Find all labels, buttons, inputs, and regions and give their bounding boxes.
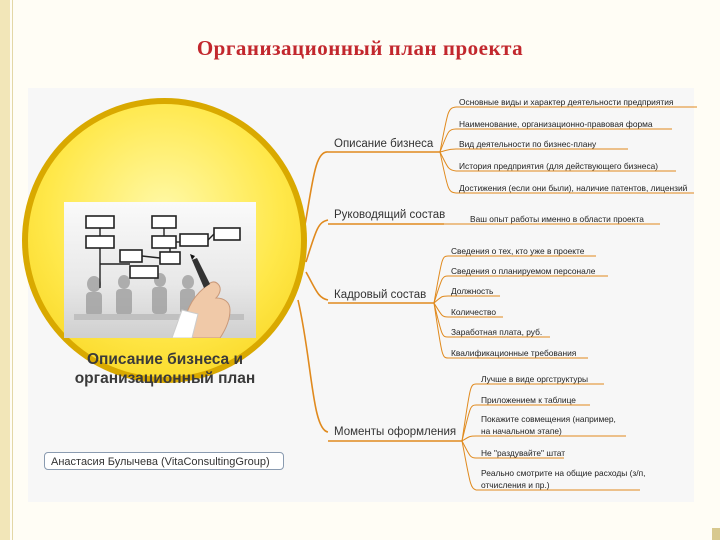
connector-b1-leaf-3: [439, 148, 457, 153]
left-decor-line: [12, 0, 13, 540]
connector-center-branch-3: [305, 271, 329, 301]
left-decor-bar: [0, 0, 10, 540]
hand-marker-icon: [171, 254, 231, 338]
leaf-b4-4: Не "раздувайте" штат: [481, 448, 566, 458]
leaf-b4-2: Приложением к таблице: [481, 395, 576, 405]
connector-b4-leaf-2: [461, 404, 477, 442]
branch-business-description: Описание бизнеса: [334, 138, 434, 150]
leaf-b4-5: Реально смотрите на общие расходы (з/п,: [481, 468, 646, 478]
connector-b1-leaf-5: [439, 151, 457, 194]
branch-formatting: Моменты оформления: [334, 426, 457, 438]
flowchart-boxes-icon: [85, 215, 241, 279]
connector-center-branch-2: [305, 219, 329, 263]
connector-b1-leaf-4: [439, 151, 457, 172]
leaf-b1-1: Основные виды и характер деятельности пр…: [459, 97, 674, 107]
leaf-b2-1: Ваш опыт работы именно в области проекта: [470, 214, 644, 224]
leaf-b3-2: Сведения о планируемом персонале: [451, 266, 596, 276]
connector-b4-leaf-5: [461, 440, 477, 491]
connector-b3-leaf-6: [433, 302, 449, 359]
leaf-b1-2: Наименование, организационно-правовая фо…: [459, 119, 653, 129]
connector-b3-leaf-3: [433, 295, 449, 304]
slide-title: Организационный план проекта: [196, 36, 524, 60]
flowchart-photo: [64, 202, 256, 338]
connector-center-branch-4: [297, 299, 329, 433]
leaf-b1-3: Вид деятельности по бизнес-плану: [459, 139, 597, 149]
leaf-b3-6: Квалификационные требования: [451, 348, 577, 358]
leaf-b3-5: Заработная плата, руб.: [451, 327, 543, 337]
leaf-b4-3b: на начальном этапе): [481, 426, 562, 436]
connector-b3-leaf-1: [433, 255, 449, 304]
center-caption: Описание бизнеса и организационный план: [40, 350, 290, 388]
leaf-b4-3: Покажите совмещения (например,: [481, 414, 616, 424]
connector-b1-leaf-1: [439, 106, 457, 153]
connector-b4-leaf-4: [461, 440, 477, 459]
connector-b1-leaf-2: [439, 128, 457, 153]
author-label: Анастасия Булычева (VitaConsultingGroup): [44, 452, 284, 470]
leaf-b3-3: Должность: [451, 286, 494, 296]
leaf-b1-5: Достижения (если они были), наличие пате…: [459, 183, 688, 193]
flowchart-illustration: [74, 215, 244, 338]
leaf-b4-5b: отчисления и пр.): [481, 480, 550, 490]
leaf-b4-1: Лучше в виде оргструктуры: [481, 374, 589, 384]
corner-decor: [712, 528, 720, 540]
leaf-b3-1: Сведения о тех, кто уже в проекте: [451, 246, 585, 256]
center-caption-line-2: организационный план: [74, 370, 256, 387]
connector-b3-leaf-4: [433, 302, 449, 318]
center-caption-line-1: Описание бизнеса и: [86, 351, 244, 368]
branch-management: Руководящий состав: [334, 209, 446, 221]
leaf-b3-4: Количество: [451, 307, 496, 317]
branch-staff: Кадровый состав: [334, 289, 427, 301]
connector-b3-leaf-5: [433, 302, 449, 338]
connector-b3-leaf-2: [433, 275, 449, 304]
connector-b4-leaf-3: [461, 435, 477, 442]
leaf-b1-4: История предприятия (для действующего би…: [459, 161, 659, 171]
connector-b4-leaf-1: [461, 383, 477, 442]
